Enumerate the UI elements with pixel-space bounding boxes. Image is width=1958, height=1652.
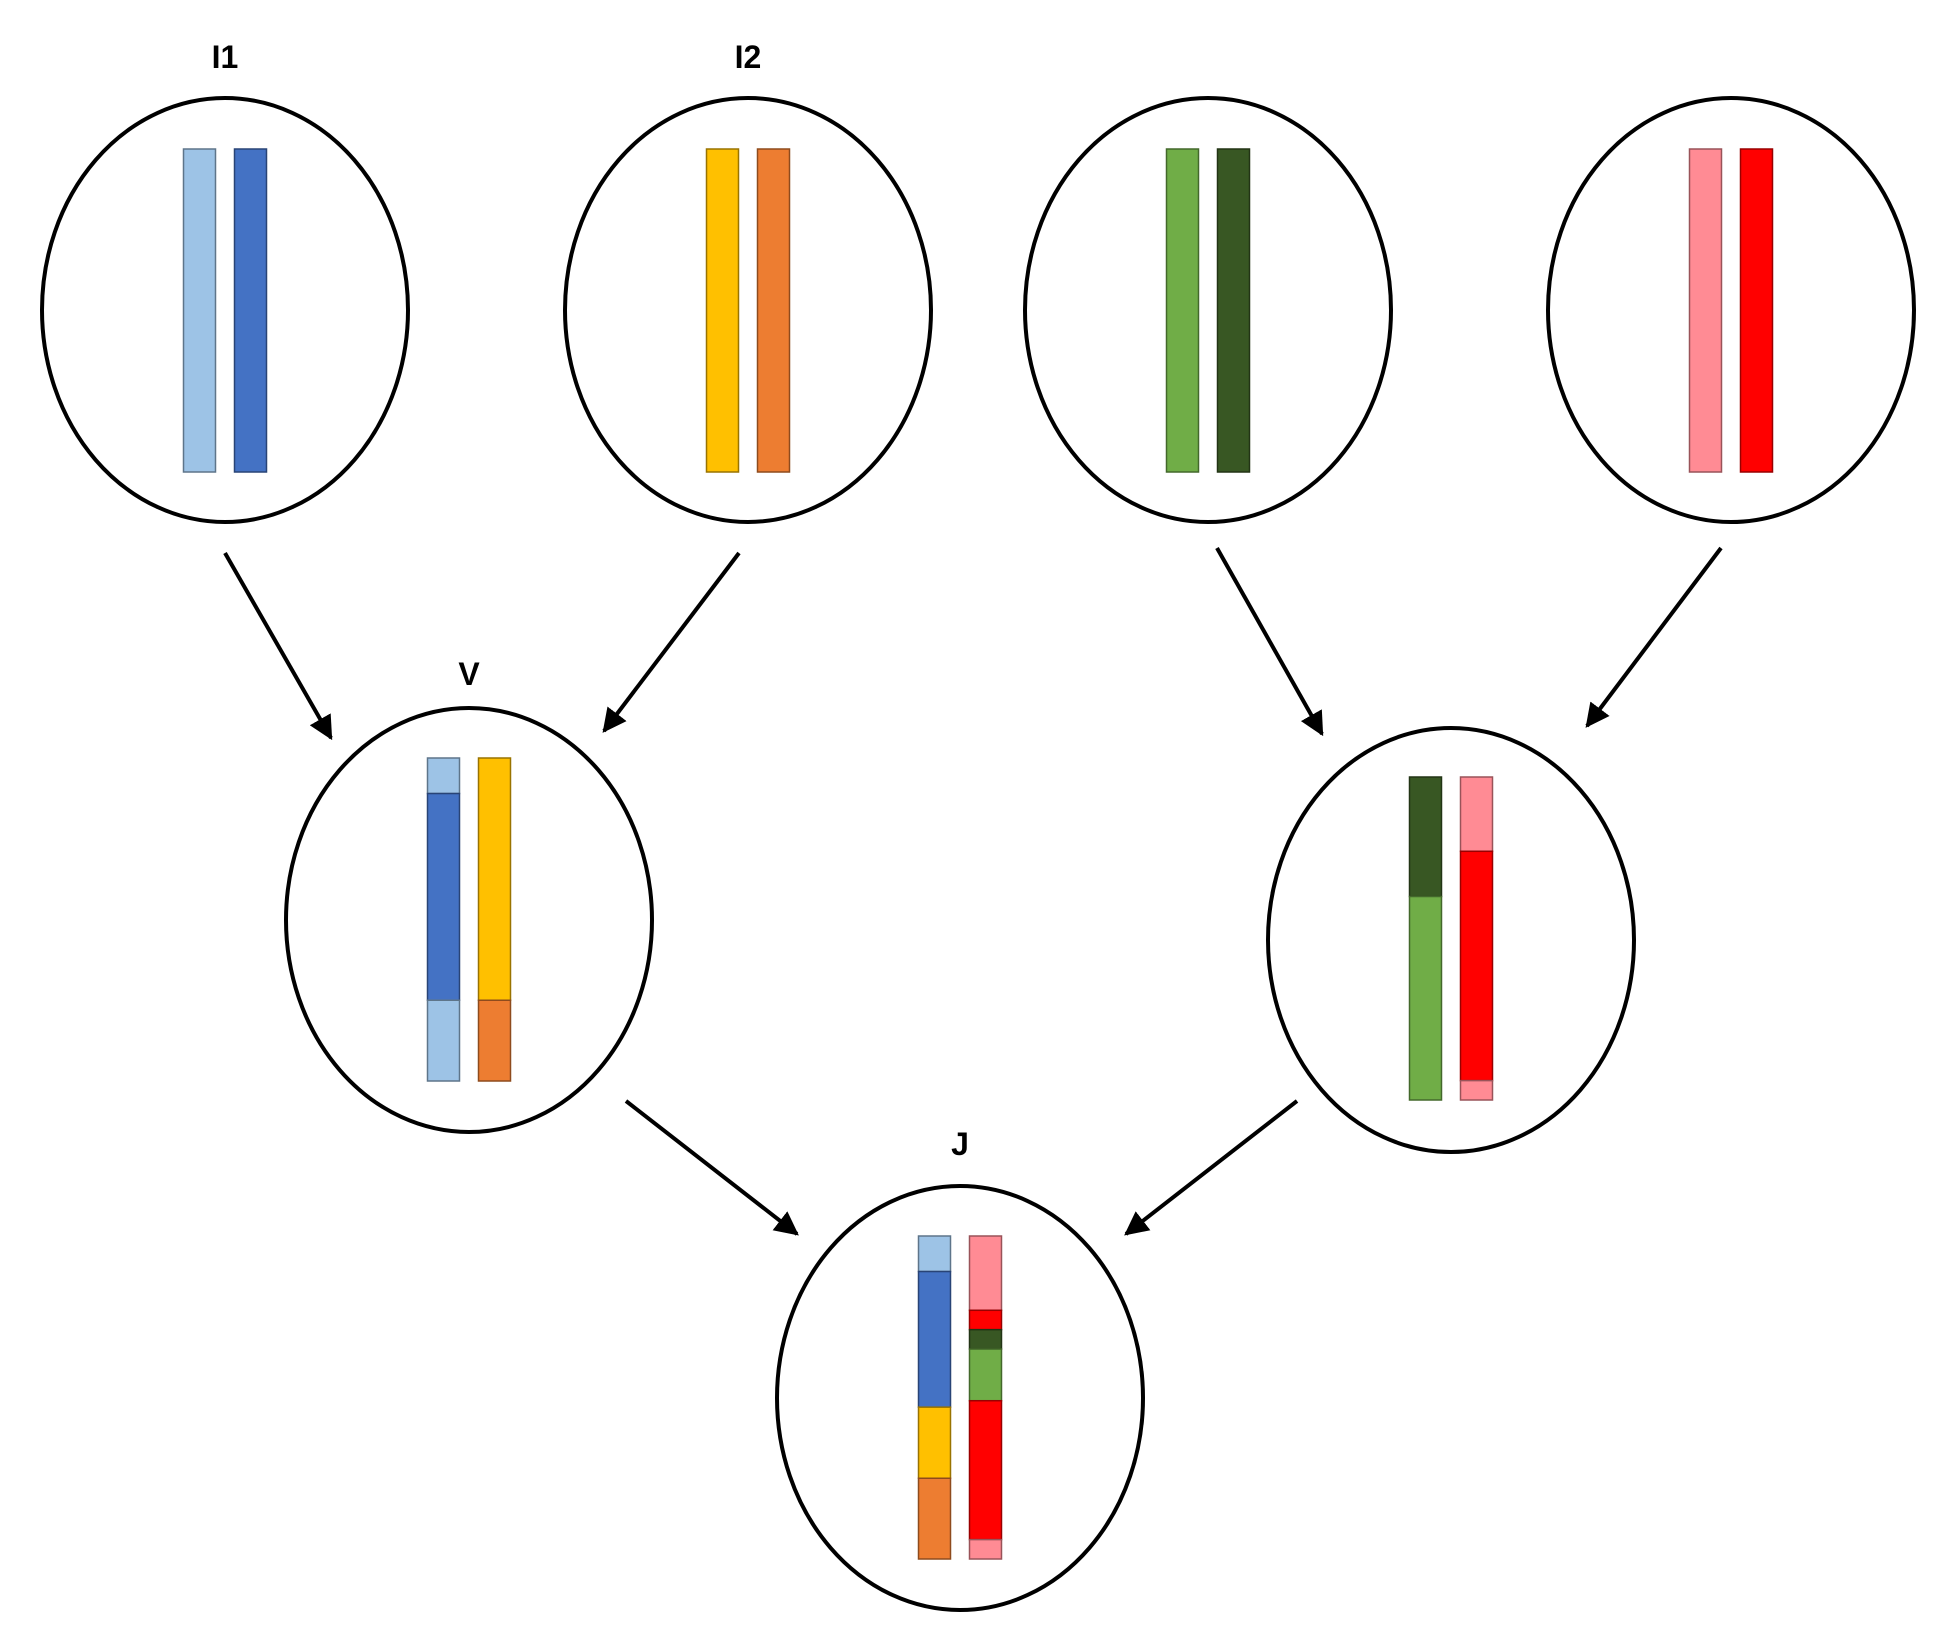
arrow-i2-to-v — [602, 551, 741, 733]
chromosome-segment-light-green — [1165, 148, 1200, 473]
arrow-i1-to-v — [223, 552, 333, 741]
chromosome-1 — [1688, 148, 1723, 473]
arrow-v-to-j — [624, 1099, 799, 1236]
chromosome-segment-yellow — [917, 1406, 952, 1479]
chromosome-segment-light-blue — [917, 1235, 952, 1273]
chromosome-2 — [1739, 148, 1774, 473]
chromosome-1 — [1408, 776, 1443, 1101]
cell-outline — [1546, 96, 1916, 524]
chromosome-segment-dark-blue — [917, 1270, 952, 1408]
chromosome-1 — [705, 148, 740, 473]
individual-i4 — [1546, 96, 1916, 524]
arrow-i4-to-ii2 — [1585, 546, 1723, 728]
chromosome-segment-pink — [1459, 1079, 1494, 1101]
chromosome-1 — [917, 1235, 952, 1560]
chromosome-segment-orange — [756, 148, 791, 473]
chromosome-segment-pink — [1459, 776, 1494, 853]
chromosome-segment-orange — [477, 999, 512, 1082]
chromosome-2 — [233, 148, 268, 473]
chromosome-2 — [1459, 776, 1494, 1101]
chromosome-2 — [1216, 148, 1251, 473]
chromosome-segment-light-blue — [182, 148, 217, 473]
chromosome-segment-dark-blue — [233, 148, 268, 473]
chromosome-segment-red — [968, 1309, 1003, 1331]
cell-outline — [775, 1184, 1145, 1612]
chromosome-segment-red — [1739, 148, 1774, 473]
chromosome-segment-pink — [1688, 148, 1723, 473]
chromosome-segment-pink — [968, 1538, 1003, 1560]
chromosome-segment-pink — [968, 1235, 1003, 1312]
arrow-ii2-to-j — [1124, 1099, 1299, 1236]
chromosome-segment-light-blue — [426, 757, 461, 795]
nodes-layer: I1 I2V J — [40, 39, 1916, 1612]
edges-layer — [223, 546, 1723, 1236]
cell-outline — [40, 96, 410, 524]
cell-outline — [1266, 726, 1636, 1154]
chromosome-1 — [182, 148, 217, 473]
individual-v: V — [284, 656, 654, 1134]
chromosome-1 — [1165, 148, 1200, 473]
chromosome-segment-yellow — [477, 757, 512, 1001]
chromosome-segment-red — [968, 1399, 1003, 1541]
chromosome-segment-dark-green — [968, 1328, 1003, 1350]
chromosome-segment-dark-blue — [426, 792, 461, 1002]
individual-i3 — [1023, 96, 1393, 524]
cell-outline — [284, 706, 654, 1134]
chromosome-segment-yellow — [705, 148, 740, 473]
chromosome-2 — [968, 1235, 1003, 1560]
individual-label: J — [951, 1126, 969, 1162]
arrow-i3-to-ii2 — [1215, 547, 1324, 737]
chromosome-segment-dark-green — [1408, 776, 1443, 898]
chromosome-2 — [756, 148, 791, 473]
cell-outline — [563, 96, 933, 524]
cell-outline — [1023, 96, 1393, 524]
chromosome-segment-light-blue — [426, 999, 461, 1082]
chromosome-segment-light-green — [1408, 895, 1443, 1101]
individual-label: V — [458, 656, 480, 692]
individual-j: J — [775, 1126, 1145, 1612]
individual-label: I2 — [735, 39, 762, 75]
chromosome-segment-red — [1459, 850, 1494, 1082]
chromosome-segment-orange — [917, 1477, 952, 1560]
chromosome-segment-light-green — [968, 1348, 1003, 1402]
chromosome-1 — [426, 757, 461, 1082]
individual-ii2 — [1266, 726, 1636, 1154]
individual-label: I1 — [212, 39, 239, 75]
individual-i1: I1 — [40, 39, 410, 524]
chromosome-2 — [477, 757, 512, 1082]
chromosome-segment-dark-green — [1216, 148, 1251, 473]
individual-i2: I2 — [563, 39, 933, 524]
